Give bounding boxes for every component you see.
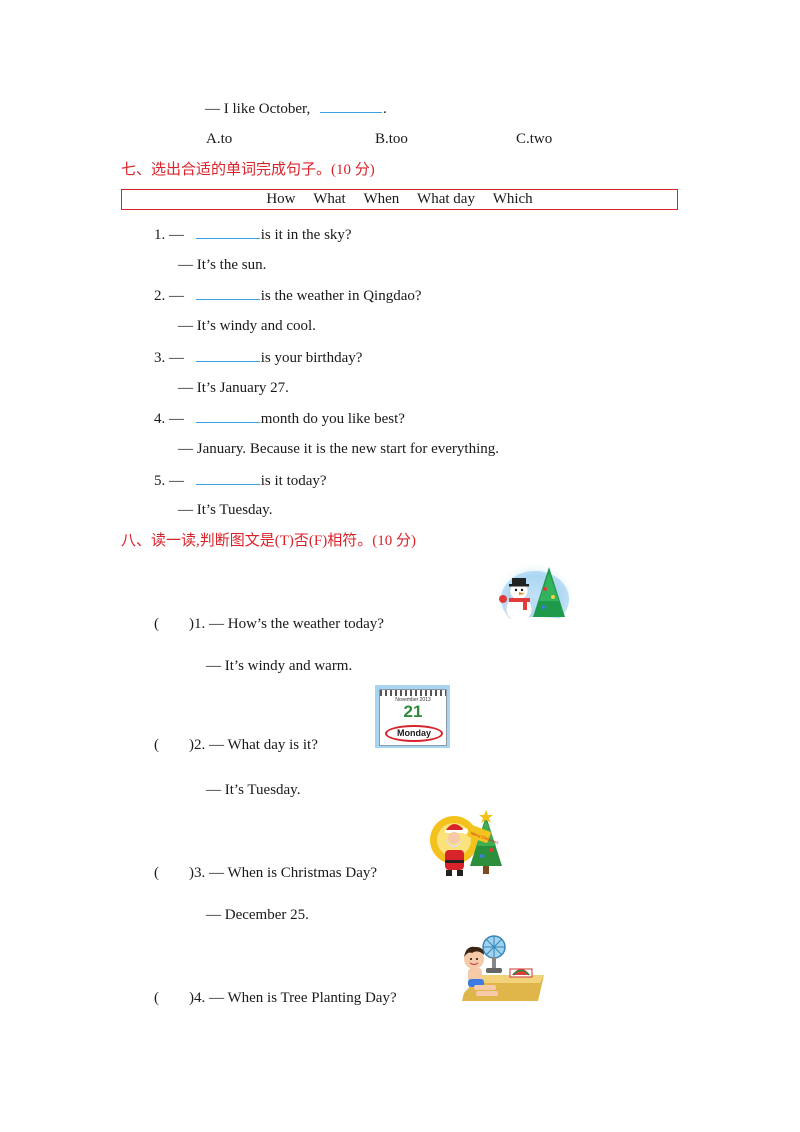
prev-question-line: — I like October, . [205, 98, 387, 119]
section8-title: 八、读一读,判断图文是(T)否(F)相符。(10 分) [121, 533, 416, 549]
s8-answer-2: — It’s Tuesday. [206, 782, 301, 798]
answer-blank[interactable] [195, 347, 260, 362]
s7-question-4: 4. — month do you like best? [154, 408, 405, 429]
s8-question-4: ( )4. — When is Tree Planting Day? [154, 988, 397, 1008]
question-text: — When is Tree Planting Day? [209, 990, 397, 1006]
answer-parentheses[interactable]: ( )4. [154, 990, 206, 1006]
answer-parentheses[interactable]: ( )1. [154, 616, 206, 632]
answer-blank[interactable] [195, 470, 260, 485]
question-number: 3. — [154, 350, 184, 366]
answer-parentheses[interactable]: ( )3. [154, 865, 206, 881]
s7-question-2: 2. — is the weather in Qingdao? [154, 285, 422, 306]
question-number: 2. — [154, 288, 184, 304]
answer-blank[interactable] [195, 285, 260, 300]
option-c[interactable]: C.two [516, 131, 553, 147]
word-bank-item: When [363, 191, 400, 207]
s7-answer-1: — It’s the sun. [178, 257, 267, 273]
section7-title: 七、选出合适的单词完成句子。(10 分) [121, 162, 375, 178]
question-text: — When is Christmas Day? [209, 865, 378, 881]
question-text: — What day is it? [209, 737, 318, 753]
calendar-image: November 2013 21 Monday [375, 685, 450, 748]
s8-answer-3: — December 25. [206, 907, 309, 923]
answer-blank[interactable] [195, 224, 260, 239]
s8-answer-1: — It’s windy and warm. [206, 658, 353, 674]
calendar-day: 21 [403, 702, 423, 721]
question-number: 4. — [154, 411, 184, 427]
s7-question-3: 3. — is your birthday? [154, 347, 362, 368]
calendar-page: November 2013 21 Monday [379, 689, 447, 746]
s7-question-1: 1. — is it in the sky? [154, 224, 352, 245]
snowman-christmas-tree-image [494, 562, 576, 630]
option-a[interactable]: A.to [206, 131, 233, 147]
question-text: is your birthday? [260, 350, 363, 366]
word-bank-item: Which [492, 191, 533, 207]
calendar-weekday: Monday [385, 725, 443, 742]
s7-answer-4: — January. Because it is the new start f… [178, 441, 500, 457]
word-bank-item: What day [417, 191, 475, 207]
prev-question-end: . [382, 101, 387, 117]
calendar-rings [380, 690, 446, 696]
s8-question-2: ( )2. — What day is it? [154, 735, 318, 755]
word-bank-item: How [266, 191, 296, 207]
question-number: 5. — [154, 473, 184, 489]
word-bank-item: What [313, 191, 346, 207]
word-bank-box: How What When What day Which [121, 189, 678, 210]
s7-answer-3: — It’s January 27. [178, 380, 289, 396]
question-number: 1. — [154, 227, 184, 243]
question-text: is it today? [260, 473, 327, 489]
option-b[interactable]: B.too [375, 131, 408, 147]
answer-blank[interactable] [195, 408, 260, 423]
s7-question-5: 5. — is it today? [154, 470, 327, 491]
santa-christmas-tree-image: Merry Christmas [430, 810, 502, 876]
answer-parentheses[interactable]: ( )2. [154, 737, 206, 753]
s7-answer-5: — It’s Tuesday. [178, 502, 273, 518]
question-text: is it in the sky? [260, 227, 352, 243]
calendar-month: November 2013 [395, 697, 431, 703]
boy-with-fan-image [462, 935, 544, 1001]
s8-question-3: ( )3. — When is Christmas Day? [154, 863, 377, 883]
question-text: is the weather in Qingdao? [260, 288, 422, 304]
question-text: — How’s the weather today? [209, 616, 384, 632]
question-text: month do you like best? [260, 411, 405, 427]
answer-blank[interactable] [319, 98, 382, 113]
s7-answer-2: — It’s windy and cool. [178, 318, 316, 334]
s8-question-1: ( )1. — How’s the weather today? [154, 614, 384, 634]
prev-question-text: — I like October, [205, 101, 311, 117]
